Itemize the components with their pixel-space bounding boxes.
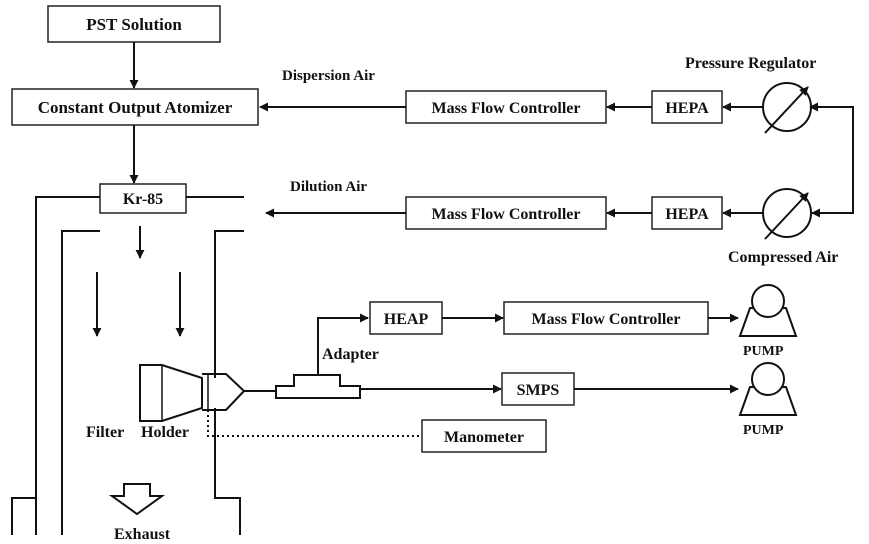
manometer-label: Manometer — [444, 429, 524, 446]
pst-solution-label: PST Solution — [86, 15, 182, 34]
atomizer-box: Constant Output Atomizer — [11, 88, 259, 126]
exhaust-arrow-icon — [108, 483, 166, 516]
pressure-regulator-label: Pressure Regulator — [685, 55, 816, 72]
hepa-dilution-box: HEPA — [651, 196, 723, 230]
adapter-icon — [275, 374, 361, 399]
pump-1-label: PUMP — [743, 344, 784, 359]
atomizer-label: Constant Output Atomizer — [38, 98, 233, 117]
smps-box: SMPS — [501, 372, 575, 406]
pst-solution-box: PST Solution — [47, 5, 221, 43]
dilution-air-label: Dilution Air — [290, 179, 367, 195]
kr85-box: Kr-85 — [99, 183, 187, 214]
compressed-air-label: Compressed Air — [728, 249, 838, 266]
chamber-walls — [11, 196, 244, 535]
smps-label: SMPS — [517, 382, 560, 399]
filter-holder — [139, 364, 246, 422]
mfc-dispersion-box: Mass Flow Controller — [405, 90, 607, 124]
filter-label: Filter — [86, 424, 124, 441]
manometer-box: Manometer — [421, 419, 547, 453]
mfc-dilution-label: Mass Flow Controller — [431, 206, 580, 223]
mfc-sample-label: Mass Flow Controller — [531, 311, 680, 328]
hepa-dispersion-label: HEPA — [665, 100, 709, 117]
pump-2-icon — [738, 362, 798, 416]
hepa-dispersion-box: HEPA — [651, 90, 723, 124]
mfc-sample-box: Mass Flow Controller — [503, 301, 709, 335]
hepa-dilution-label: HEPA — [665, 206, 709, 223]
pump-2-label: PUMP — [743, 423, 784, 438]
exhaust-label: Exhaust — [114, 526, 171, 543]
heap-label: HEAP — [384, 311, 429, 328]
pressure-regulator-dilution-icon — [762, 188, 812, 240]
flow-lines — [92, 42, 854, 437]
kr85-label: Kr-85 — [123, 191, 163, 208]
pump-1-icon — [738, 284, 798, 337]
pressure-regulator-icon — [762, 82, 812, 134]
dispersion-air-label: Dispersion Air — [282, 68, 375, 84]
adapter-label: Adapter — [322, 346, 379, 363]
mfc-dilution-box: Mass Flow Controller — [405, 196, 607, 230]
heap-box: HEAP — [369, 301, 443, 335]
mfc-dispersion-label: Mass Flow Controller — [431, 100, 580, 117]
holder-label: Holder — [141, 424, 189, 441]
